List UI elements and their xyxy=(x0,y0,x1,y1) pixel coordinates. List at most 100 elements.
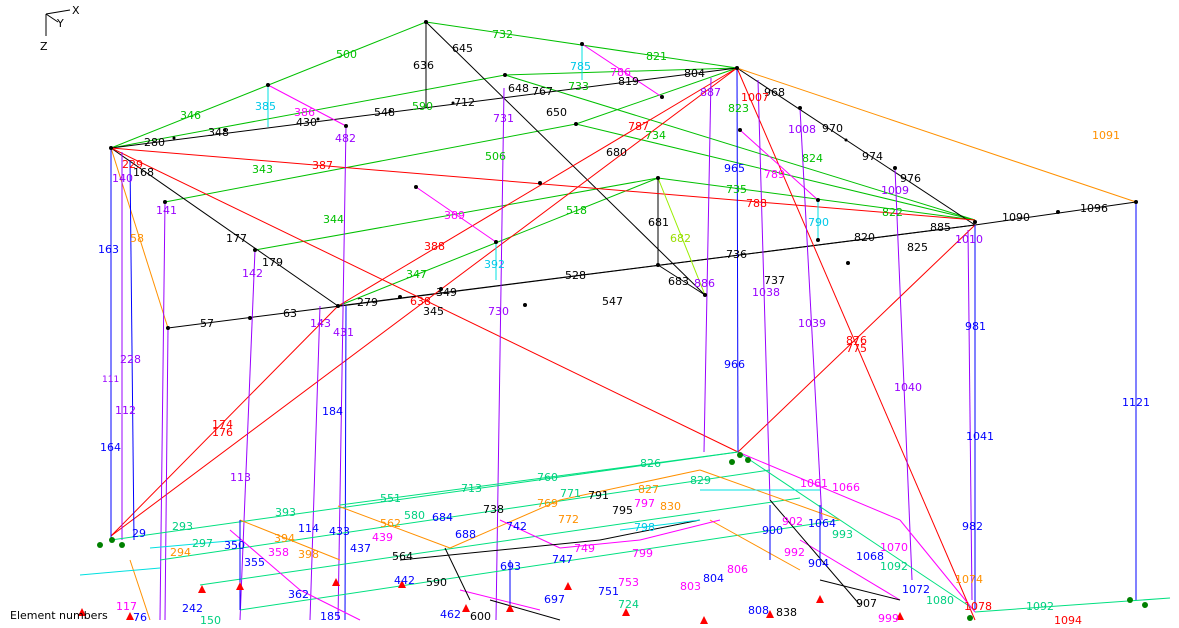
label-737: 737 xyxy=(764,274,785,287)
label-242: 242 xyxy=(182,602,203,615)
label-648: 648 xyxy=(508,82,529,95)
z-axis-label: Z xyxy=(40,40,48,53)
label-638: 638 xyxy=(410,295,431,308)
label-387: 387 xyxy=(312,159,333,172)
label-600: 600 xyxy=(470,610,491,623)
label-976: 976 xyxy=(900,172,921,185)
label-680: 680 xyxy=(606,146,627,159)
label-798: 798 xyxy=(634,521,655,534)
label-111: 111 xyxy=(102,375,119,385)
roof-red-members xyxy=(110,67,976,621)
label-838: 838 xyxy=(776,606,797,619)
label-142: 142 xyxy=(242,267,263,280)
label-580: 580 xyxy=(404,509,425,522)
label-760: 760 xyxy=(537,471,558,484)
label-769: 769 xyxy=(537,497,558,510)
label-1039: 1039 xyxy=(798,317,826,330)
label-681: 681 xyxy=(648,216,669,229)
label-732: 732 xyxy=(492,28,513,41)
label-981: 981 xyxy=(965,320,986,333)
label-179: 179 xyxy=(262,256,283,269)
label-965: 965 xyxy=(724,162,745,175)
label-141: 141 xyxy=(156,204,177,217)
label-713: 713 xyxy=(461,482,482,495)
label-392: 392 xyxy=(484,258,505,271)
label-398: 398 xyxy=(298,548,319,561)
cyan-labels: 785 385 790 392 xyxy=(255,60,829,271)
purple-columns xyxy=(121,77,973,621)
label-1080: 1080 xyxy=(926,594,954,607)
axis-triad: X Y Z xyxy=(40,4,80,53)
label-177: 177 xyxy=(226,232,247,245)
floor-blue-members xyxy=(239,505,821,610)
label-462: 462 xyxy=(440,608,461,621)
label-150: 150 xyxy=(200,614,221,627)
floor-black-members xyxy=(399,499,901,621)
label-564: 564 xyxy=(392,550,413,563)
label-389: 389 xyxy=(444,209,465,222)
label-168: 168 xyxy=(133,166,154,179)
label-907: 907 xyxy=(856,597,877,610)
label-724: 724 xyxy=(618,598,639,611)
label-799: 799 xyxy=(632,547,653,560)
label-712: 712 xyxy=(454,96,475,109)
label-797: 797 xyxy=(634,497,655,510)
label-293: 293 xyxy=(172,520,193,533)
label-735: 735 xyxy=(726,183,747,196)
label-968: 968 xyxy=(764,86,785,99)
orange-labels: 1091 58 xyxy=(130,129,1120,245)
label-358: 358 xyxy=(268,546,289,559)
floor-labels-black: 791 738 795 564 590 600 838 907 xyxy=(392,489,877,623)
label-114: 114 xyxy=(298,522,319,535)
floor-cyan-members xyxy=(79,489,820,576)
label-804: 804 xyxy=(684,67,705,80)
label-388: 388 xyxy=(424,240,445,253)
floor-labels-cyan: 798 xyxy=(634,521,655,534)
label-682: 682 xyxy=(670,232,691,245)
label-731: 731 xyxy=(493,112,514,125)
label-439: 439 xyxy=(372,531,393,544)
label-1094: 1094 xyxy=(1054,614,1082,627)
label-771: 771 xyxy=(560,487,581,500)
label-786: 786 xyxy=(610,66,631,79)
label-683: 683 xyxy=(668,275,689,288)
red-labels: 787 1007 387 788 388 638 876 775 174 176… xyxy=(122,91,867,439)
magenta-labels: 786 386 789 389 xyxy=(294,66,785,222)
label-76: 76 xyxy=(133,611,147,624)
label-394: 394 xyxy=(274,532,295,545)
label-1040: 1040 xyxy=(894,381,922,394)
label-350: 350 xyxy=(224,539,245,552)
roof-cyan-members xyxy=(267,44,819,280)
label-1010: 1010 xyxy=(955,233,983,246)
label-966: 966 xyxy=(724,358,745,371)
label-753: 753 xyxy=(618,576,639,589)
label-297: 297 xyxy=(192,537,213,550)
floor-labels-orange: 827 769 830 772 562 394 294 398 1074 xyxy=(170,483,983,586)
blue-columns xyxy=(110,67,1137,621)
label-57: 57 xyxy=(200,317,214,330)
label-433: 433 xyxy=(329,525,350,538)
label-346: 346 xyxy=(180,109,201,122)
label-876: 876 xyxy=(846,334,867,347)
label-742: 742 xyxy=(506,520,527,533)
label-992: 992 xyxy=(784,546,805,559)
label-1090: 1090 xyxy=(1002,211,1030,224)
label-970: 970 xyxy=(822,122,843,135)
label-562: 562 xyxy=(380,517,401,530)
roof-magenta-members xyxy=(267,43,819,243)
label-1092: 1092 xyxy=(1026,600,1054,613)
node-clusters xyxy=(97,452,1148,621)
label-751: 751 xyxy=(598,585,619,598)
green-labels: 500 732 821 346 733 590 823 734 824 343 … xyxy=(180,28,903,281)
label-999: 999 xyxy=(878,612,899,625)
label-1091: 1091 xyxy=(1092,129,1120,142)
label-747: 747 xyxy=(552,553,573,566)
label-430: 430 xyxy=(296,116,317,129)
label-749: 749 xyxy=(574,542,595,555)
purple-labels: 887 482 731 1008 140 1009 141 1010 142 8… xyxy=(102,86,983,484)
label-349: 349 xyxy=(436,286,457,299)
label-163: 163 xyxy=(98,243,119,256)
label-184: 184 xyxy=(322,405,343,418)
label-730: 730 xyxy=(488,305,509,318)
